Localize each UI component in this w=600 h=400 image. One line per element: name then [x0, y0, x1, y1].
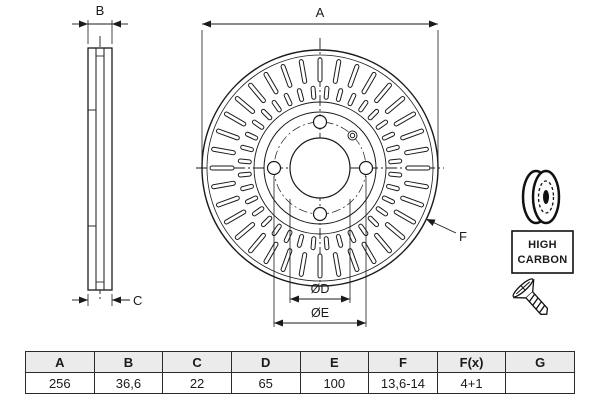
value-c: 22: [162, 372, 232, 394]
value-d: 65: [230, 372, 301, 394]
vent-slots: [209, 57, 431, 279]
dim-label-c: C: [133, 293, 142, 308]
col-header-fx: F(x): [436, 351, 507, 373]
table-value-row: 256 36,6 22 65 100 13,6-14 4+1: [25, 372, 575, 394]
countersunk-screw-icon: [512, 278, 549, 315]
dim-label-d: ØD: [311, 282, 330, 296]
table-header-row: A B C D E F F(x) G: [25, 351, 575, 373]
col-header-g: G: [505, 351, 575, 373]
col-header-d: D: [230, 351, 301, 373]
pin-hole: [347, 130, 358, 141]
value-a: 256: [25, 372, 95, 394]
col-header-b: B: [93, 351, 164, 373]
col-header-f: F: [368, 351, 438, 373]
disc-side-view: [87, 36, 113, 302]
bolt-holes: [266, 114, 374, 222]
dim-label-a: A: [316, 5, 325, 20]
vented-disc-icon: [521, 169, 561, 225]
dimensions: A B C ØD ØE F: [72, 3, 467, 327]
badge-line1: HIGH: [528, 239, 557, 251]
high-carbon-badge: HIGH CARBON: [511, 230, 574, 274]
dim-label-f: F: [459, 229, 467, 244]
value-f: 13,6-14: [368, 372, 438, 394]
col-header-e: E: [299, 351, 370, 373]
dim-label-e: ØE: [311, 306, 329, 320]
value-g: [505, 372, 575, 394]
col-header-a: A: [25, 351, 95, 373]
value-fx: 4+1: [436, 372, 507, 394]
dim-label-b: B: [96, 3, 105, 18]
value-b: 36,6: [93, 372, 164, 394]
badge-line2: CARBON: [517, 254, 567, 266]
center-bore: [289, 137, 351, 199]
col-header-c: C: [162, 351, 232, 373]
value-e: 100: [299, 372, 370, 394]
disc-front-view: [196, 38, 444, 287]
technical-drawing: A B C ØD ØE F HIGH C: [72, 3, 574, 327]
dimension-table: A B C D E F F(x) G 256 36,6 22 65 100 13…: [25, 351, 575, 394]
